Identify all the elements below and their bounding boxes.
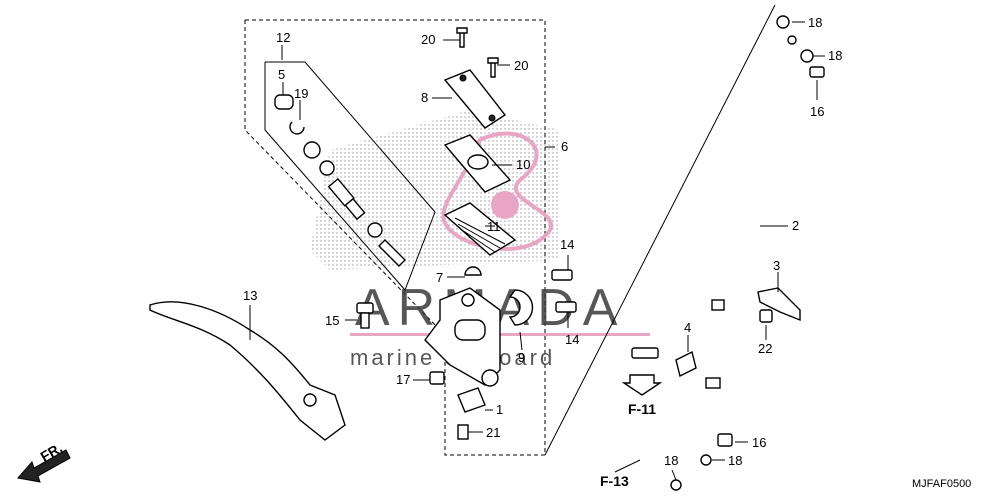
ref-arrow-f11 — [621, 374, 663, 396]
callout-19: 19 — [294, 86, 308, 101]
piston-kit — [264, 61, 436, 291]
callout-7: 7 — [436, 270, 443, 285]
callout-labels: 12 5 19 20 20 8 6 10 11 14 14 7 13 15 9 … — [243, 15, 842, 468]
callout-15: 15 — [325, 313, 339, 328]
screws-20 — [456, 27, 499, 78]
callout-10: 10 — [516, 157, 530, 172]
callout-18c: 18 — [728, 453, 742, 468]
pivot-bolt — [356, 302, 374, 329]
callout-14a: 14 — [560, 237, 574, 252]
callout-1: 1 — [496, 402, 503, 417]
callout-17: 17 — [396, 372, 410, 387]
hose-fittings-top — [776, 15, 825, 78]
callout-18d: 18 — [664, 453, 678, 468]
callout-12: 12 — [276, 30, 290, 45]
callout-20b: 20 — [514, 58, 528, 73]
ref-f13: F-13 — [600, 473, 629, 489]
callout-21: 21 — [486, 425, 500, 440]
callout-14b: 14 — [565, 332, 579, 347]
bolts-14 — [551, 269, 577, 313]
screw-21 — [457, 424, 469, 440]
callout-18a: 18 — [808, 15, 822, 30]
nut-17 — [429, 371, 445, 385]
boot — [464, 266, 482, 276]
callout-5: 5 — [278, 67, 285, 82]
reservoir-plate — [443, 134, 512, 193]
callout-16a: 16 — [810, 104, 824, 119]
callout-4: 4 — [684, 320, 691, 335]
master-cylinder-body — [424, 287, 501, 387]
ref-f11: F-11 — [628, 401, 656, 417]
stop-switch — [457, 387, 486, 413]
callout-6: 6 — [561, 139, 568, 154]
callout-22: 22 — [758, 341, 772, 356]
callout-13: 13 — [243, 288, 257, 303]
callout-16b: 16 — [752, 435, 766, 450]
callout-11: 11 — [487, 219, 501, 234]
holder-clamp — [508, 289, 534, 326]
callout-3: 3 — [773, 258, 780, 273]
leader-lines — [249, 4, 825, 481]
callout-8: 8 — [421, 90, 428, 105]
callout-20a: 20 — [421, 32, 435, 47]
hose-clip — [675, 350, 697, 378]
callout-9: 9 — [518, 350, 525, 365]
reservoir-cap — [443, 69, 507, 129]
bolt-ref-f11 — [631, 347, 659, 359]
brake-lever — [149, 301, 346, 441]
callout-2: 2 — [792, 218, 799, 233]
bolt-22 — [759, 309, 773, 323]
brake-hose — [676, 44, 787, 471]
diagram-code: MJFAF0500 — [912, 478, 971, 490]
diaphragm — [443, 202, 517, 256]
callout-18b: 18 — [828, 48, 842, 63]
front-arrow-icon — [17, 449, 71, 483]
hose-fittings-bottom — [670, 433, 733, 491]
